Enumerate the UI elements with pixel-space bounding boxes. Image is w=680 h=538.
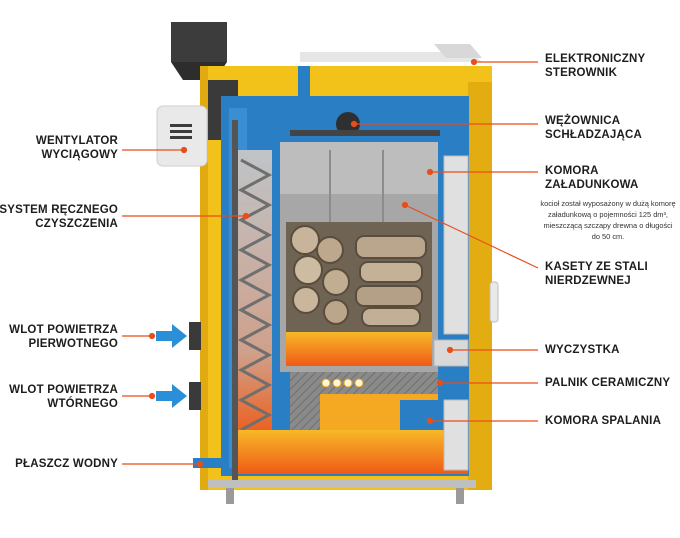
label-system-czyszczenia: SYSTEM RĘCZNEGO CZYSZCZENIA	[0, 204, 118, 230]
label-plaszcz: PŁASZCZ WODNY	[15, 458, 118, 470]
secondary-air-inlet	[189, 382, 201, 410]
label-palnik: PALNIK CERAMICZNY	[545, 377, 671, 389]
firewood	[286, 222, 432, 332]
label-kasety: KASETY ZE STALI NIERDZEWNEJ	[545, 261, 648, 287]
combustion-chamber	[238, 394, 469, 474]
coil-bar	[290, 130, 440, 136]
secondary-air-arrow	[156, 384, 187, 408]
label-komora-zaladunkowa: KOMORA ZAŁADUNKOWA	[545, 165, 639, 191]
cleaning-rod	[232, 120, 238, 480]
label-wentylator: WENTYLATOR WYCIĄGOWY	[35, 135, 118, 161]
fan-housing	[156, 105, 208, 167]
label-wezownica: WĘŻOWNICA SCHŁADZAJĄCA	[545, 115, 642, 141]
label-elektroniczny-sterownik: ELEKTRONICZNY STEROWNIK	[545, 53, 646, 79]
label-wlot-wtorny: WLOT POWIETRZA WTÓRNEGO	[9, 384, 118, 410]
label-wlot-pierwotny: WLOT POWIETRZA PIERWOTNEGO	[9, 324, 118, 350]
glowing-embers	[286, 332, 432, 366]
leader-lines	[122, 58, 539, 468]
cleaning-door	[433, 339, 469, 367]
cleaning-spiral	[237, 158, 273, 432]
loading-door	[443, 155, 469, 335]
komora-note: kocioł został wyposażony w dużą komorę z…	[540, 199, 676, 241]
ceramic-burner	[290, 372, 438, 394]
door-handle	[489, 281, 499, 323]
controller-housing	[434, 44, 482, 58]
base	[208, 480, 476, 504]
label-wyczystka: WYCZYSTKA	[545, 344, 620, 356]
top-panel	[300, 52, 482, 62]
primary-air-inlet	[189, 322, 201, 350]
label-komora-spalania: KOMORA SPALANIA	[545, 415, 662, 427]
primary-air-arrow	[156, 324, 187, 348]
